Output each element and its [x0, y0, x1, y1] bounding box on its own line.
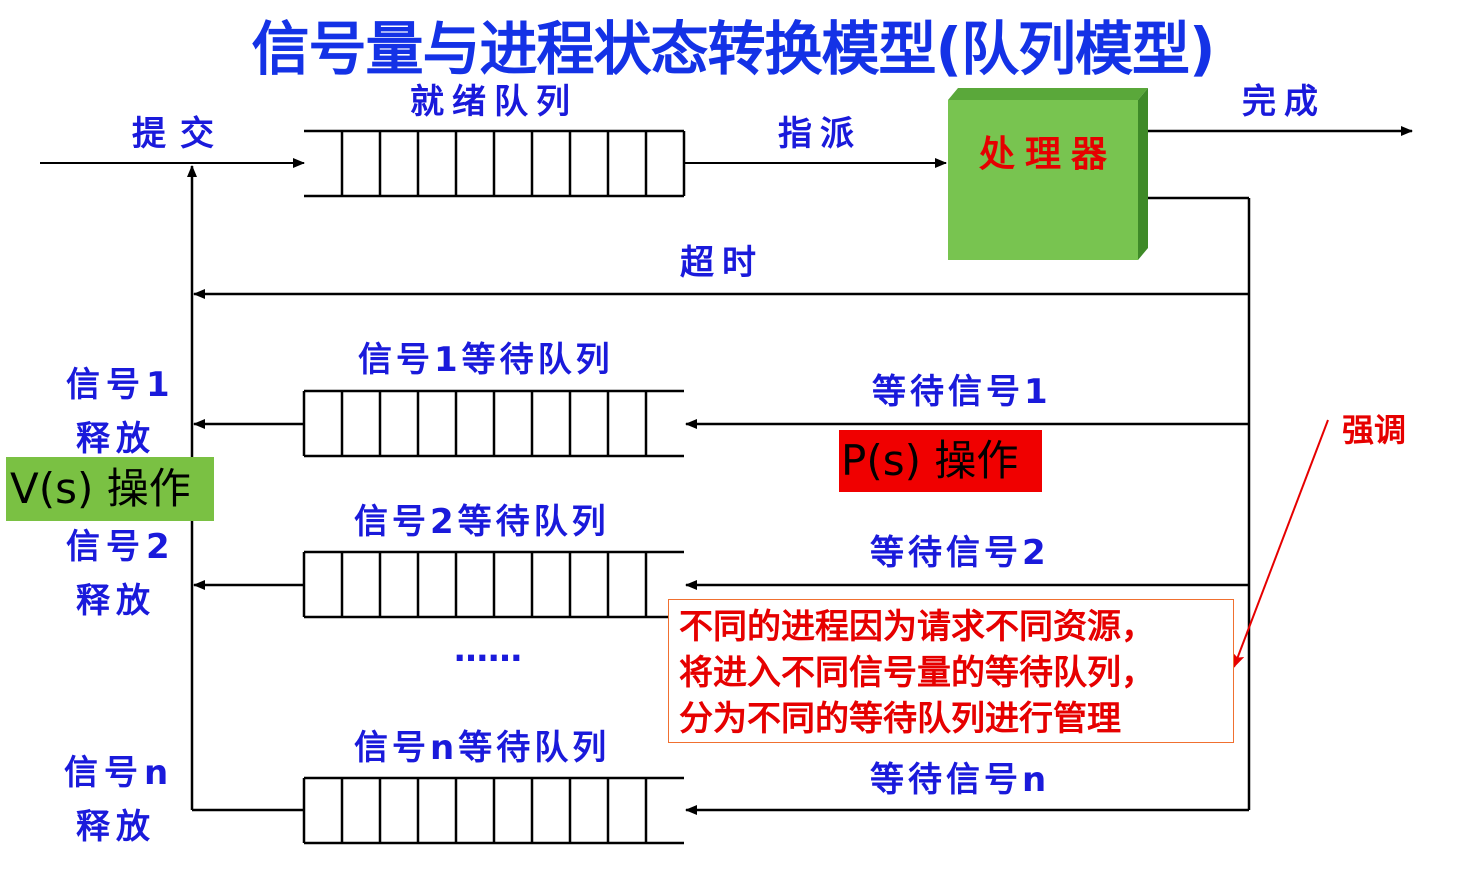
sig2-queue: [302, 550, 684, 619]
wait-sig1-label: 等待信号1: [872, 372, 1052, 412]
wait-sig2-label: 等待信号2: [870, 533, 1050, 573]
page-title: 信号量与进程状态转换模型(队列模型): [251, 15, 1215, 83]
submit-label: 提交: [132, 114, 228, 154]
sig1-queue: [302, 389, 684, 458]
sig2-queue-label: 信号2等待队列: [354, 502, 610, 542]
note-line-2: 将进入不同信号量的等待队列，: [679, 653, 1155, 693]
ellipsis: ……: [454, 630, 522, 670]
sign-queue-label: 信号n等待队列: [354, 728, 611, 768]
timeout-label: 超时: [680, 243, 764, 283]
processor-block: [948, 88, 1148, 260]
done-label: 完成: [1242, 82, 1326, 122]
release1-label: 信号1 释放: [66, 365, 176, 459]
ready-queue-label: 就绪队列: [410, 82, 578, 122]
releasen-label: 信号n 释放: [64, 753, 175, 847]
note-line-3: 分为不同的等待队列进行管理: [679, 699, 1121, 739]
sig1-queue-label: 信号1等待队列: [358, 340, 614, 380]
emphasis-pointer: [1233, 419, 1329, 668]
p-operation-box: P(s) 操作: [839, 430, 1042, 492]
emphasis-label: 强调: [1342, 411, 1407, 449]
note-box: 不同的进程因为请求不同资源， 将进入不同信号量的等待队列， 分为不同的等待队列进…: [668, 599, 1234, 743]
v-operation-box: V(s) 操作: [6, 457, 214, 521]
ready-queue: [304, 129, 686, 198]
note-line-1: 不同的进程因为请求不同资源，: [679, 607, 1155, 647]
dispatch-label: 指派: [778, 114, 862, 154]
sign-queue: [302, 776, 684, 845]
wait-sign-label: 等待信号n: [870, 760, 1051, 800]
release2-label: 信号2 释放: [66, 527, 176, 621]
processor-label: 处理器: [978, 134, 1117, 175]
